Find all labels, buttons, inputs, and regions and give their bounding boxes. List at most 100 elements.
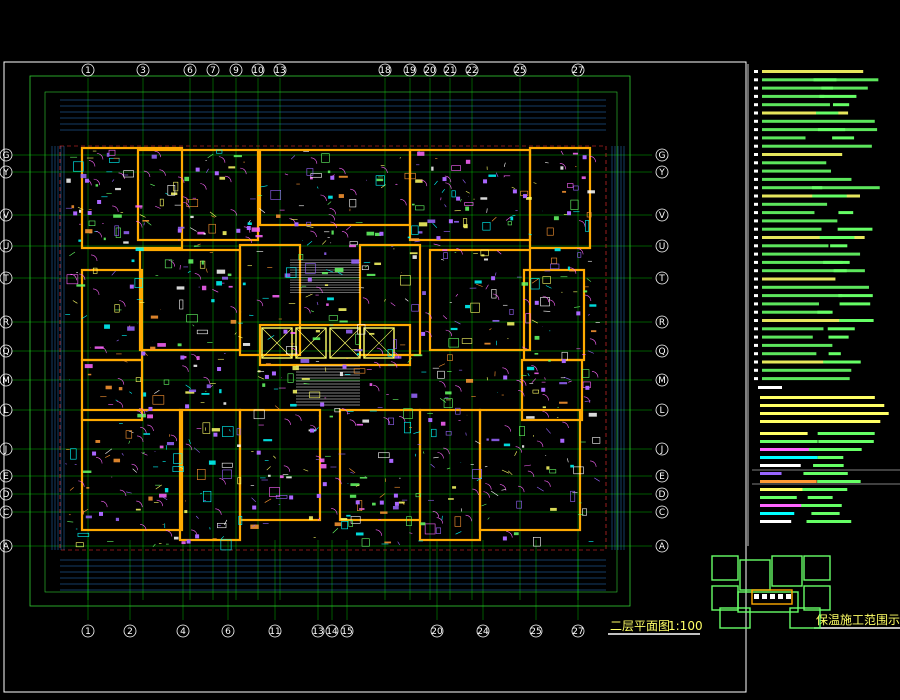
legend-text — [760, 464, 801, 467]
fixture — [532, 389, 539, 394]
door-swing — [584, 294, 592, 302]
axis-left-label: C — [3, 508, 9, 518]
fixture — [561, 351, 568, 361]
text-mark — [474, 280, 482, 284]
text-mark — [309, 176, 313, 180]
inset-mark — [770, 594, 775, 599]
detail-line — [284, 173, 289, 176]
door-swing — [339, 167, 346, 175]
detail-line — [150, 183, 155, 187]
door-swing — [95, 231, 102, 238]
detail-line — [105, 448, 113, 455]
text-mark — [301, 378, 310, 380]
insulation-wall — [528, 146, 592, 250]
note-text — [762, 227, 822, 231]
door-swing — [203, 376, 210, 384]
fixture — [197, 469, 206, 480]
door-swing — [544, 480, 551, 487]
detail-line — [409, 532, 413, 534]
insulation-wall — [258, 148, 412, 227]
text-mark — [340, 517, 348, 521]
insulation-wall — [80, 146, 184, 250]
legend-text — [813, 464, 844, 467]
door-swing — [119, 300, 126, 307]
detail-line — [455, 293, 459, 297]
detail-line — [397, 541, 401, 546]
note-text — [760, 420, 881, 423]
text-mark — [84, 364, 93, 369]
door-swing — [335, 477, 342, 485]
axis-top-label: 6 — [187, 66, 193, 76]
door-swing — [589, 338, 597, 345]
detail-line — [380, 184, 386, 189]
text-mark — [164, 488, 169, 493]
text-mark — [483, 258, 489, 261]
fixture — [448, 338, 459, 348]
detail-line — [327, 201, 332, 205]
text-mark — [251, 227, 260, 232]
column — [185, 404, 190, 409]
column — [379, 231, 384, 236]
note-number — [754, 327, 758, 331]
text-mark — [488, 174, 497, 177]
text-mark — [507, 322, 515, 326]
detail-line — [69, 251, 76, 257]
text-mark — [394, 356, 402, 359]
elevator-shaft — [295, 327, 327, 359]
fixture — [173, 181, 179, 192]
detail-line — [531, 319, 538, 324]
door-swing — [455, 385, 462, 392]
text-mark — [366, 273, 376, 277]
door-swing — [465, 514, 472, 522]
text-mark — [452, 486, 457, 489]
axis-top-circle — [465, 63, 479, 77]
door-swing — [443, 447, 450, 455]
detail-line — [316, 301, 319, 306]
note-number — [754, 202, 758, 206]
axis-right-label: A — [659, 542, 666, 552]
axis-top-circle — [183, 63, 197, 77]
fixture — [159, 198, 164, 207]
fixture — [530, 278, 540, 290]
detail-line — [161, 495, 168, 501]
text-mark — [465, 206, 470, 211]
fixture — [286, 267, 297, 278]
fixture — [134, 278, 143, 288]
fixture — [551, 257, 558, 264]
detail-line — [212, 289, 219, 293]
axis-top-label: 7 — [210, 66, 216, 76]
fixture — [238, 516, 243, 525]
door-swing — [315, 455, 323, 463]
note-number — [754, 111, 758, 115]
door-swing — [116, 401, 124, 408]
axis-top-label: 18 — [379, 66, 391, 76]
text-mark — [546, 466, 550, 470]
axis-right-circle — [655, 165, 669, 179]
text-mark — [211, 428, 220, 432]
text-mark — [276, 214, 281, 218]
door-swing — [330, 221, 337, 229]
text-mark — [521, 282, 529, 286]
text-mark — [131, 259, 135, 263]
text-mark — [262, 383, 266, 387]
detail-line — [560, 150, 564, 155]
door-swing — [316, 286, 323, 294]
axis-top-circle — [251, 63, 265, 77]
fixture — [309, 391, 321, 399]
door-swing — [341, 231, 349, 238]
door-swing — [230, 209, 237, 216]
detail-line — [224, 519, 228, 525]
door-swing — [88, 160, 96, 167]
column — [393, 493, 398, 498]
text-mark — [82, 470, 92, 473]
detail-line — [511, 186, 516, 189]
fixture — [464, 202, 474, 206]
fixture — [451, 165, 461, 171]
axis-bottom-label: 13 — [312, 627, 323, 637]
door-swing — [542, 411, 549, 418]
text-mark — [216, 281, 222, 286]
door-swing — [523, 298, 530, 306]
column — [316, 493, 321, 498]
detail-line — [266, 466, 271, 471]
text-mark — [328, 195, 333, 199]
